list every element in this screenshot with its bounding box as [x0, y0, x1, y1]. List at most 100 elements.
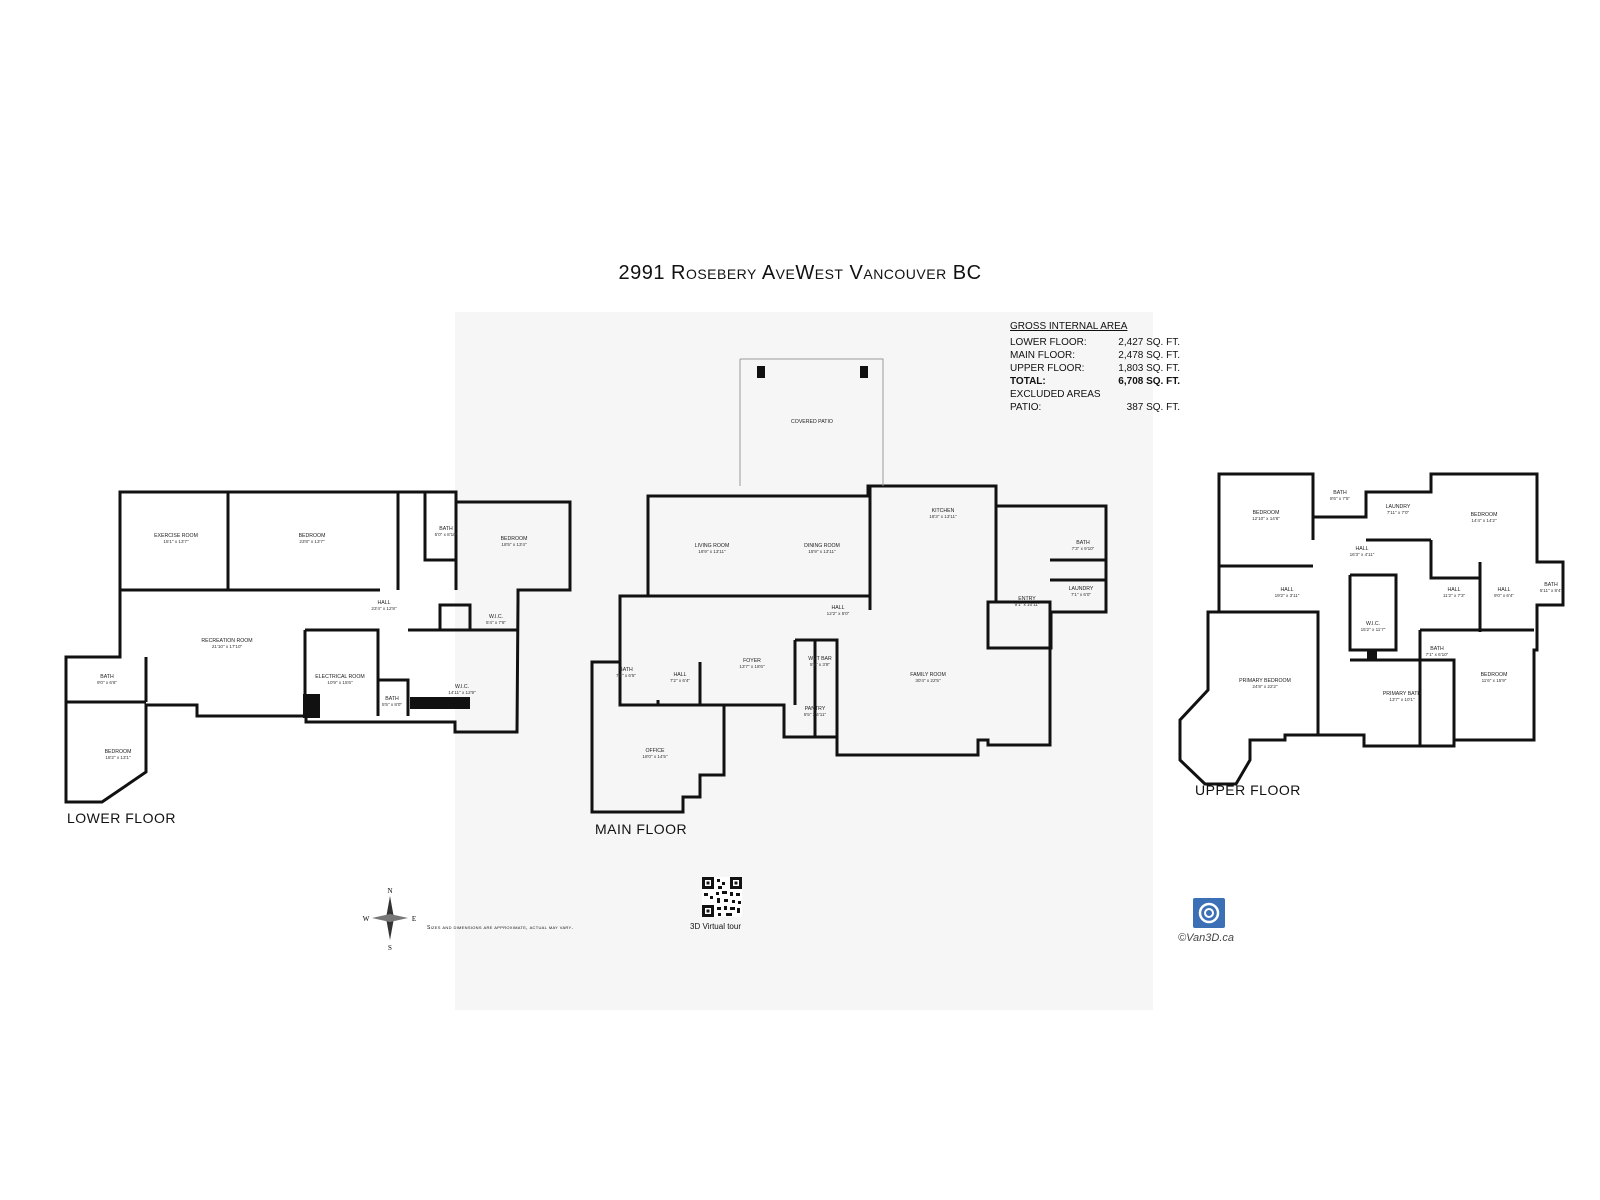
- room-dim: 7'8" x 6'5": [616, 673, 636, 678]
- room-label: EXERCISE ROOM: [154, 533, 198, 539]
- room-label: BEDROOM: [1481, 672, 1508, 678]
- compass-w: W: [363, 915, 370, 923]
- room-label: BATH: [1430, 646, 1444, 652]
- compass-n: N: [387, 887, 392, 895]
- room-dim: 14'4" x 14'2": [1471, 518, 1497, 523]
- compass-s: S: [388, 944, 392, 952]
- room-label: HALL: [378, 600, 391, 606]
- room-dim: 16'3" x 4'11": [1350, 552, 1375, 557]
- room-dim: 15'2" x 11'7": [1361, 627, 1386, 632]
- room-label: W.I.C.: [1366, 621, 1380, 627]
- room-dim: 5'0" x 8'10": [435, 532, 458, 537]
- lower-floor-walls: [64, 490, 572, 804]
- room-dim: 5'4" x 7'6": [486, 620, 506, 625]
- lower-floor-room-labels: EXERCISE ROOM 15'1" x 13'7" BEDROOM 23'8…: [97, 526, 527, 760]
- room-dim: 21'10" x 17'10": [212, 644, 243, 649]
- room-label: BATH: [439, 526, 453, 532]
- room-dim: 13'7" x 18'6": [739, 664, 765, 669]
- room-label: HALL: [1448, 587, 1461, 593]
- disclaimer: Sizes and dimensions are approximate, ac…: [427, 925, 574, 931]
- room-dim: 7'1" x 6'0": [1071, 592, 1091, 597]
- room-dim: 18'5" x 13'4": [501, 542, 527, 547]
- room-label: DINING ROOM: [804, 543, 840, 549]
- room-dim: 13'7" x 10'1": [1389, 697, 1415, 702]
- room-label: W.I.C.: [455, 684, 469, 690]
- room-label: PRIMARY BATH: [1383, 691, 1422, 697]
- room-dim: 18'2" x 13'1": [105, 755, 131, 760]
- copyright: ©Van3D.ca: [1178, 932, 1235, 944]
- room-label: BEDROOM: [105, 749, 132, 755]
- compass-icon: N S E W: [363, 887, 416, 952]
- room-label: FOYER: [743, 658, 761, 664]
- room-label: BEDROOM: [501, 536, 528, 542]
- room-label: PRIMARY BEDROOM: [1239, 678, 1291, 684]
- room-label: KITCHEN: [932, 508, 955, 514]
- room-label: FAMILY ROOM: [910, 672, 946, 678]
- room-dim: 9'0" x 6'6": [97, 680, 117, 685]
- area-row-main: MAIN FLOOR:2,478 SQ. FT.: [1010, 350, 1180, 361]
- room-label: RECREATION ROOM: [201, 638, 252, 644]
- room-label: BATH: [385, 696, 399, 702]
- room-label: HALL: [674, 672, 687, 678]
- area-row-total: TOTAL:6,708 SQ. FT.: [1010, 376, 1180, 387]
- room-dim: 11'2" x 7'3": [1443, 593, 1466, 598]
- room-label: HALL: [832, 605, 845, 611]
- room-dim: 15'9" x 13'11": [808, 549, 836, 554]
- room-label: BATH: [1333, 490, 1347, 496]
- compass-e: E: [412, 915, 416, 923]
- plan-background-panel: [455, 312, 1153, 1010]
- room-dim: 14'11" x 12'9": [448, 690, 476, 695]
- main-floor-walls: [590, 358, 1108, 814]
- room-label: HALL: [1356, 546, 1369, 552]
- room-dim: 5'5" x 8'0": [382, 702, 402, 707]
- room-dim: 10'9" x 15'6": [327, 680, 353, 685]
- room-dim: 12'10" x 14'6": [1252, 516, 1280, 521]
- room-label: ENTRY: [1018, 596, 1036, 602]
- area-table: GROSS INTERNAL AREA LOWER FLOOR:2,427 SQ…: [1010, 320, 1180, 414]
- qr-caption: 3D Virtual tour: [690, 922, 741, 931]
- room-dim: 7'11" x 7'0": [1387, 510, 1410, 515]
- main-floor-room-labels: COVERED PATIO LIVING ROOM 16'9" x 13'11"…: [616, 419, 1095, 759]
- room-dim: 7'1" x 6'10": [1426, 652, 1449, 657]
- room-label: LAUNDRY: [1386, 504, 1411, 510]
- room-label: BATH: [100, 674, 114, 680]
- room-label: BATH: [1544, 582, 1558, 588]
- page-title: 2991 Rosebery AveWest Vancouver BC: [618, 262, 982, 284]
- room-label: BEDROOM: [1253, 510, 1280, 516]
- area-row-lower: LOWER FLOOR:2,427 SQ. FT.: [1010, 337, 1180, 348]
- room-dim: 18'3" x 13'11": [929, 514, 957, 519]
- room-label: BATH: [1076, 540, 1090, 546]
- area-table-header: GROSS INTERNAL AREA: [1010, 321, 1128, 332]
- room-dim: 11'6" x 15'9": [1482, 678, 1507, 683]
- room-label: HALL: [1281, 587, 1294, 593]
- room-dim: 7'2" x 6'4": [670, 678, 690, 683]
- room-label: W.I.C.: [489, 614, 503, 620]
- room-label: BATH: [619, 667, 633, 673]
- room-dim: 23'8" x 13'7": [299, 539, 325, 544]
- room-dim: 9'1" x 10'11": [1015, 602, 1040, 607]
- room-dim: 8'6" x 7'5": [1330, 496, 1350, 501]
- room-dim: 15'1" x 13'7": [163, 539, 189, 544]
- room-dim: 16'9" x 13'11": [698, 549, 726, 554]
- room-dim: 24'8" x 22'2": [1252, 684, 1278, 689]
- room-label: COVERED PATIO: [791, 419, 833, 425]
- area-row-upper: UPPER FLOOR:1,803 SQ. FT.: [1010, 363, 1180, 374]
- upper-floor-walls: [1178, 472, 1565, 786]
- room-label: OFFICE: [645, 748, 665, 754]
- room-label: LIVING ROOM: [695, 543, 730, 549]
- room-dim: 5'5" x 3'8": [810, 662, 830, 667]
- room-dim: 9'0" x 6'4": [1494, 593, 1514, 598]
- room-dim: 5'11" x 8'4": [1540, 588, 1563, 593]
- room-label: PANTRY: [805, 706, 826, 712]
- room-dim: 23'4" x 12'8": [371, 606, 397, 611]
- room-dim: 12'2" x 5'0": [827, 611, 850, 616]
- room-label: WET BAR: [808, 656, 832, 662]
- qr-code-icon: [702, 877, 742, 917]
- room-dim: 18'0" x 14'5": [642, 754, 668, 759]
- area-row-excluded: EXCLUDED AREAS: [1010, 389, 1101, 400]
- upper-floor-room-labels: BEDROOM 12'10" x 14'6" BATH 8'6" x 7'5" …: [1239, 490, 1562, 702]
- floor-label-upper: UPPER FLOOR: [1195, 782, 1301, 798]
- room-label: BEDROOM: [1471, 512, 1498, 518]
- floor-label-main: MAIN FLOOR: [595, 821, 688, 837]
